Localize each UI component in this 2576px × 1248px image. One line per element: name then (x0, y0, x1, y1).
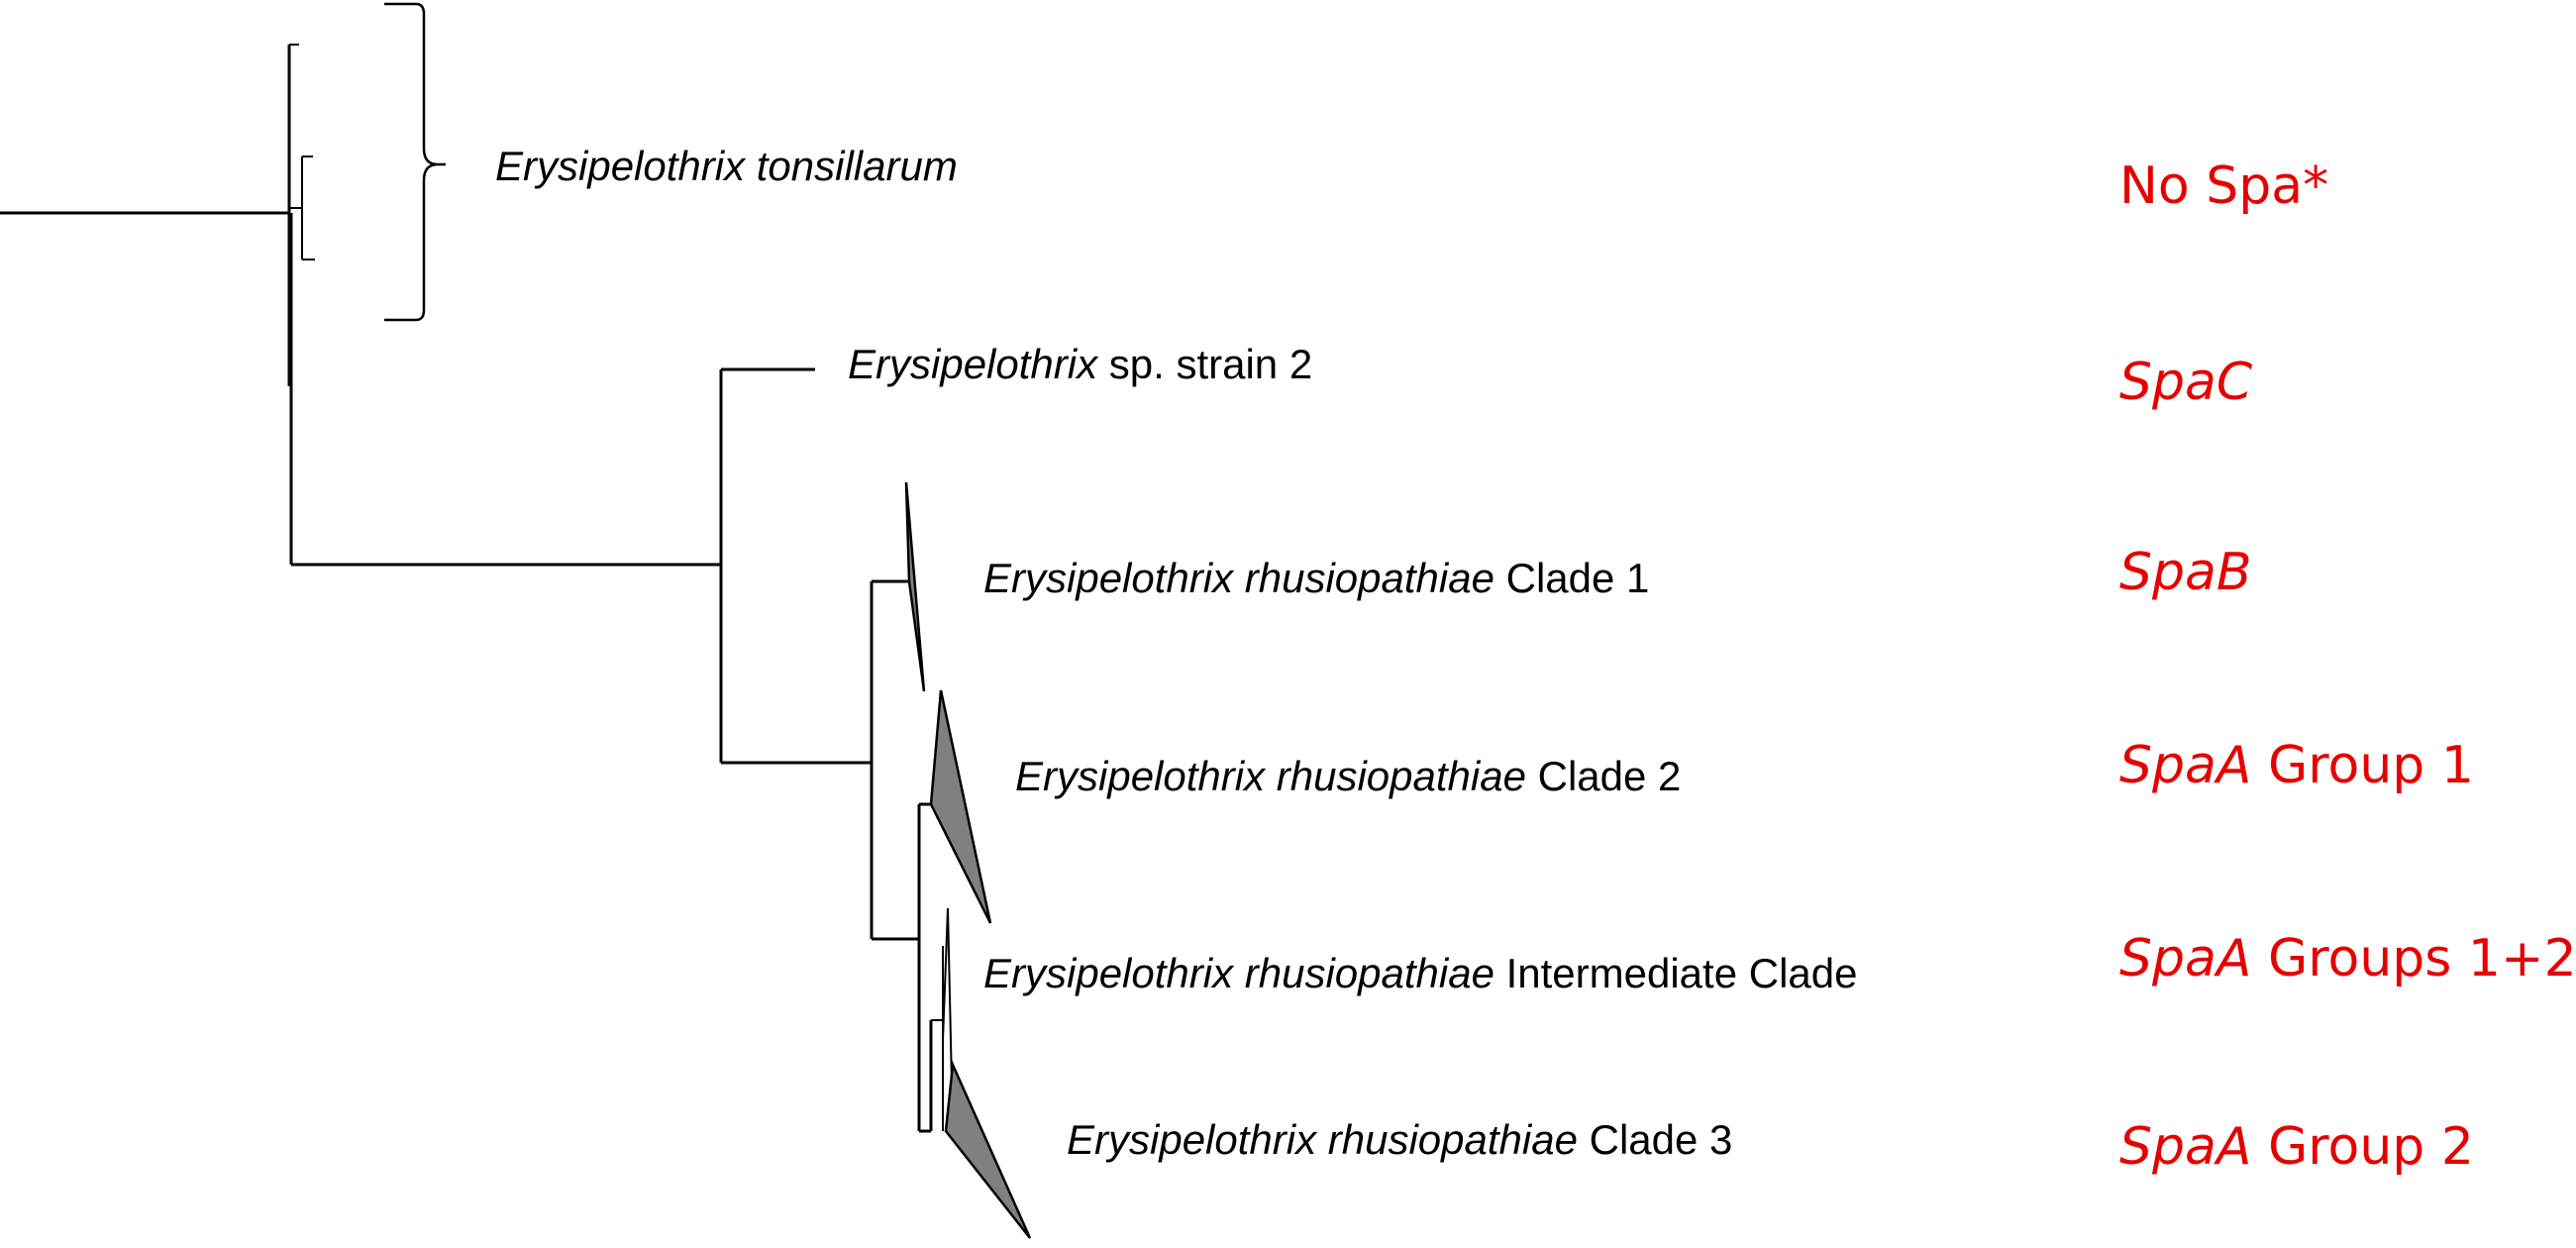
taxon-italic: Erysipelothrix (848, 341, 1099, 387)
spa-italic: SpaA (2119, 929, 2251, 988)
clade1-triangle (904, 481, 926, 692)
taxon-italic: Erysipelothrix rhusiopathiae (1067, 1116, 1578, 1163)
taxon-plain: sp. strain 2 (1097, 341, 1312, 387)
spa-label-spac: SpaC (2119, 353, 2253, 412)
tonsillarum-brace (384, 2, 446, 322)
taxon-italic: Erysipelothrix tonsillarum (495, 143, 958, 189)
intermediate-clade-line-a (942, 907, 949, 1041)
spa-plain: Group 1 (2251, 736, 2473, 795)
taxon-plain: Intermediate Clade (1494, 950, 1858, 996)
taxon-italic: Erysipelothrix rhusiopathiae (983, 555, 1494, 601)
spa-label-spaa-group2: SpaA Group 2 (2119, 1117, 2474, 1177)
taxon-labels: Erysipelothrix tonsillarum Erysipelothri… (495, 143, 1857, 1163)
taxon-plain: Clade 3 (1578, 1116, 1732, 1163)
spa-labels: No Spa* SpaC SpaB SpaA Group 1 SpaA Grou… (2119, 156, 2576, 1177)
taxon-plain: Clade 1 (1494, 555, 1649, 601)
taxon-label-tonsillarum: Erysipelothrix tonsillarum (495, 143, 958, 189)
taxon-label-clade2: Erysipelothrix rhusiopathiae Clade 2 (1015, 753, 1681, 799)
taxon-plain: Clade 2 (1526, 753, 1681, 799)
spa-label-spaa-groups12: SpaA Groups 1+2 (2119, 929, 2576, 988)
collapsed-clades (904, 481, 1032, 1239)
spa-italic: SpaB (2119, 543, 2252, 602)
taxon-label-clade1: Erysipelothrix rhusiopathiae Clade 1 (983, 555, 1649, 601)
spa-label-no-spa: No Spa* (2119, 156, 2328, 216)
spa-italic: SpaC (2119, 353, 2253, 412)
spa-plain: No Spa* (2119, 156, 2328, 216)
clade3-triangle (944, 1060, 1032, 1239)
spa-plain: Groups 1+2 (2251, 929, 2576, 988)
spa-italic: SpaA (2119, 736, 2251, 795)
taxon-label-strain2: Erysipelothrix sp. strain 2 (848, 341, 1312, 387)
taxon-label-clade3: Erysipelothrix rhusiopathiae Clade 3 (1067, 1116, 1732, 1163)
taxon-italic: Erysipelothrix rhusiopathiae (983, 950, 1494, 996)
taxon-label-intermediate: Erysipelothrix rhusiopathiae Intermediat… (983, 950, 1857, 996)
spa-label-spaa-group1: SpaA Group 1 (2119, 736, 2474, 795)
clade2-triangle (929, 689, 992, 924)
tree-branches (0, 44, 954, 1133)
spa-plain: Group 2 (2251, 1117, 2473, 1177)
spa-label-spab: SpaB (2119, 543, 2252, 602)
spa-italic: SpaA (2119, 1117, 2251, 1177)
taxon-italic: Erysipelothrix rhusiopathiae (1015, 753, 1526, 799)
